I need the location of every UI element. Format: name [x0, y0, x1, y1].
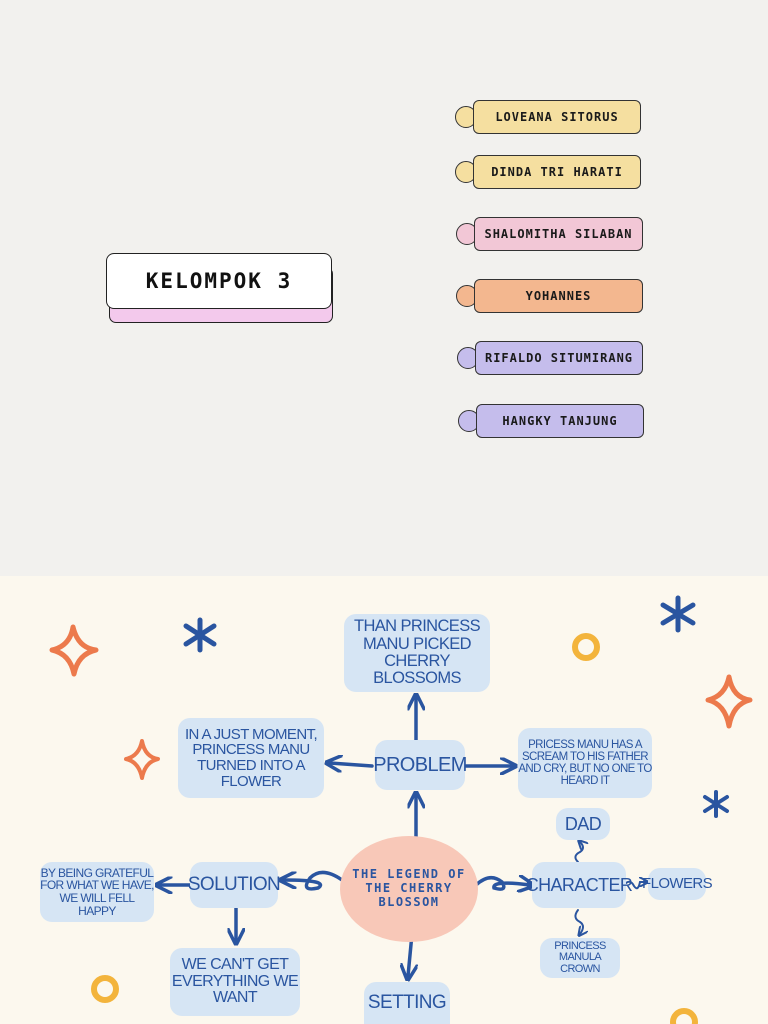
member-tag: SHALOMITHA SILABAN: [456, 217, 645, 251]
node-problem: PROBLEM: [373, 740, 467, 790]
member-tag: LOVEANA SITORUS: [455, 100, 643, 134]
node-problem-left: IN A JUST MOMENT, PRINCESS MANU TURNED I…: [178, 718, 324, 798]
member-name: DINDA TRI HARATI: [473, 155, 641, 189]
group-title: KELOMPOK 3: [106, 253, 332, 309]
arrow-center-character: [474, 878, 530, 889]
node-setting: SETTING: [364, 982, 450, 1024]
member-name: RIFALDO SITUMIRANG: [475, 341, 643, 375]
member-name: YOHANNES: [474, 279, 643, 313]
member-tag: HANGKY TANJUNG: [458, 404, 646, 438]
node-flowers: FLOWERS: [642, 868, 713, 900]
member-name: HANGKY TANJUNG: [476, 404, 644, 438]
node-solution-bottom: WE CAN'T GET EVERYTHING WE WANT: [170, 948, 300, 1016]
member-tag: RIFALDO SITUMIRANG: [457, 341, 645, 375]
member-name: LOVEANA SITORUS: [473, 100, 641, 134]
asterisk-icon: [703, 790, 729, 818]
sparkle-icon: [705, 674, 753, 729]
members-panel: KELOMPOK 3 LOVEANA SITORUS DINDA TRI HAR…: [0, 0, 768, 576]
asterisk-icon: [660, 595, 696, 633]
node-character: CHARACTER: [526, 862, 633, 908]
sparkle-icon: [49, 624, 99, 677]
arrow-center-solution: [284, 870, 344, 891]
asterisk-icon: [183, 617, 217, 653]
node-princess-crown: PRINCESS MANULA CROWN: [540, 938, 620, 978]
ring-icon: [572, 633, 600, 661]
ring-icon: [670, 1008, 698, 1024]
node-solution-left: BY BEING GRATEFUL FOR WHAT WE HAVE, WE W…: [40, 862, 155, 922]
arrow-character-flowers: [623, 882, 646, 890]
arrow-character-dad: [574, 842, 583, 863]
arrow-problem-left: [330, 763, 374, 766]
sparkle-icon: [124, 739, 160, 780]
member-tag: YOHANNES: [456, 279, 645, 313]
ring-icon: [91, 975, 119, 1003]
member-tag: DINDA TRI HARATI: [455, 155, 643, 189]
node-dad: DAD: [556, 808, 610, 840]
node-solution: SOLUTION: [188, 862, 281, 908]
member-name: SHALOMITHA SILABAN: [474, 217, 643, 251]
node-problem-right: PRICESS MANU HAS A SCREAM TO HIS FATHER …: [518, 728, 652, 798]
group-card: KELOMPOK 3: [106, 253, 333, 323]
node-problem-top: THAN PRINCESS MANU PICKED CHERRY BLOSSOM…: [344, 614, 490, 692]
arrow-character-crown: [574, 909, 583, 934]
node-center-title: THE LEGEND OF THE CHERRY BLOSSOM: [340, 836, 478, 942]
